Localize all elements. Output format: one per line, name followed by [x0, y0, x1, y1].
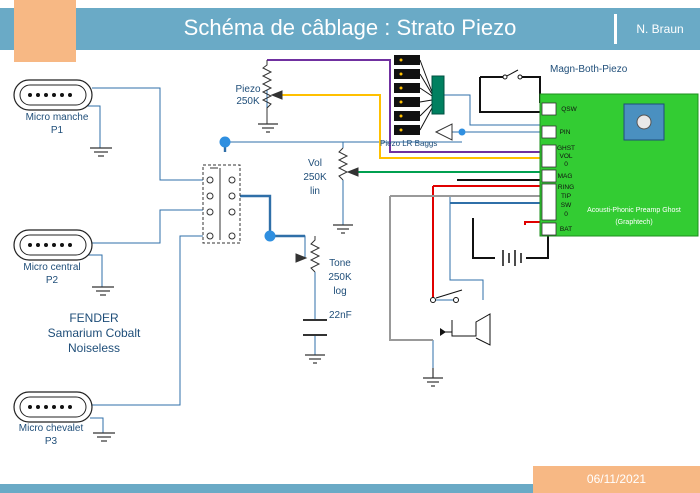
magn-switch-label: Magn-Both-Piezo	[550, 64, 628, 75]
piezo-pot-value: 250K	[236, 96, 260, 107]
pin-tip: TIP	[561, 193, 571, 200]
vol-pot-name: Vol	[308, 158, 322, 169]
preamp-name: Acousti-Phonic Preamp Ghost	[587, 207, 681, 214]
pin-vol: VOL	[559, 153, 572, 160]
preamp-brand: (Graphtech)	[615, 219, 652, 226]
magn-switch	[502, 69, 523, 80]
pin-sw: SW	[561, 202, 572, 209]
fender-model: Samarium Cobalt	[48, 326, 141, 340]
battery-icon	[502, 250, 522, 266]
pickup-p3-name: Micro chevalet	[19, 423, 84, 434]
vol-pot-value: 250K	[303, 172, 327, 183]
pin-mag: MAG	[558, 173, 573, 180]
pickup-p1-code: P1	[51, 125, 64, 136]
fender-type: Noiseless	[68, 341, 120, 355]
output-jack	[430, 289, 491, 346]
pickup-p1	[13, 79, 93, 111]
pin-zero2: 0	[564, 211, 568, 218]
pickup-p3-code: P3	[45, 436, 58, 447]
pin-ghst: GHST	[557, 145, 575, 152]
piezo-pot-name: Piezo	[235, 84, 260, 95]
ground-icon	[92, 286, 114, 296]
ground-icon	[258, 123, 278, 133]
preamp-board	[539, 93, 699, 237]
footer-date: 06/11/2021	[533, 466, 700, 493]
piezo-potentiometer	[261, 60, 283, 124]
pin-zero1: 0	[564, 161, 568, 168]
ground-icon	[333, 224, 353, 234]
junction-dot	[458, 128, 466, 136]
pickup-p2	[13, 229, 93, 261]
piezo-saddles-label: Piezo LR Baggs	[380, 139, 437, 148]
ground-icon	[93, 432, 115, 442]
tone-pot-taper: log	[333, 286, 346, 297]
vol-potentiometer	[337, 147, 359, 181]
ground-icon	[305, 354, 325, 364]
pin-qsw: QSW	[561, 106, 577, 113]
capacitor-icon	[303, 319, 327, 336]
footer-bar	[0, 484, 700, 493]
fender-brand: FENDER	[69, 311, 119, 325]
tone-pot-name: Tone	[329, 258, 351, 269]
piezo-saddles	[394, 55, 453, 141]
pickup-p2-code: P2	[46, 275, 59, 286]
header-accent	[14, 0, 76, 62]
tone-pot-value: 250K	[328, 272, 352, 283]
author: N. Braun	[636, 22, 684, 36]
capacitor-value: 22nF	[329, 310, 352, 321]
pin-bat: BAT	[560, 226, 572, 233]
junction-dot	[264, 230, 276, 242]
pickup-p2-name: Micro central	[23, 262, 80, 273]
pickup-p3	[13, 391, 93, 423]
page-title: Schéma de câblage : Strato Piezo	[183, 15, 517, 40]
pin-ring: RING	[558, 184, 574, 191]
ground-icon	[90, 147, 112, 157]
pin-pin: PIN	[560, 129, 571, 136]
vol-pot-taper: lin	[310, 186, 320, 197]
junction-dot	[219, 136, 231, 148]
header-bar	[0, 8, 700, 50]
tone-potentiometer	[295, 236, 321, 273]
selector-switch	[202, 164, 241, 244]
header-separator	[614, 14, 617, 44]
ground-icon	[423, 368, 443, 387]
pickup-p1-name: Micro manche	[26, 112, 89, 123]
